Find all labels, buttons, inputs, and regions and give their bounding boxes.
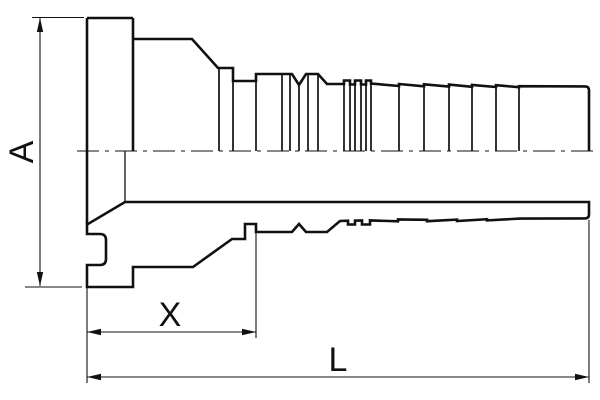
dimension-x-arrow-right [242,328,256,336]
dimension-l-arrow-left [87,373,101,381]
dimension-a-arrow-down [36,272,44,286]
dimension-a: A [3,16,84,288]
dimension-a-arrow-up [36,18,44,32]
dimension-l: L [86,220,590,383]
dimension-x-label: X [159,296,182,334]
dimension-x: X [87,225,257,338]
diameter-edge-lines [218,68,520,151]
dimension-a-label: A [3,140,41,163]
dimension-x-arrow-left [87,328,101,336]
dimension-l-label: L [329,341,348,379]
cross-section-hatched [85,200,591,289]
fitting-upper-profile [87,16,591,151]
dimension-l-arrow-right [575,373,589,381]
